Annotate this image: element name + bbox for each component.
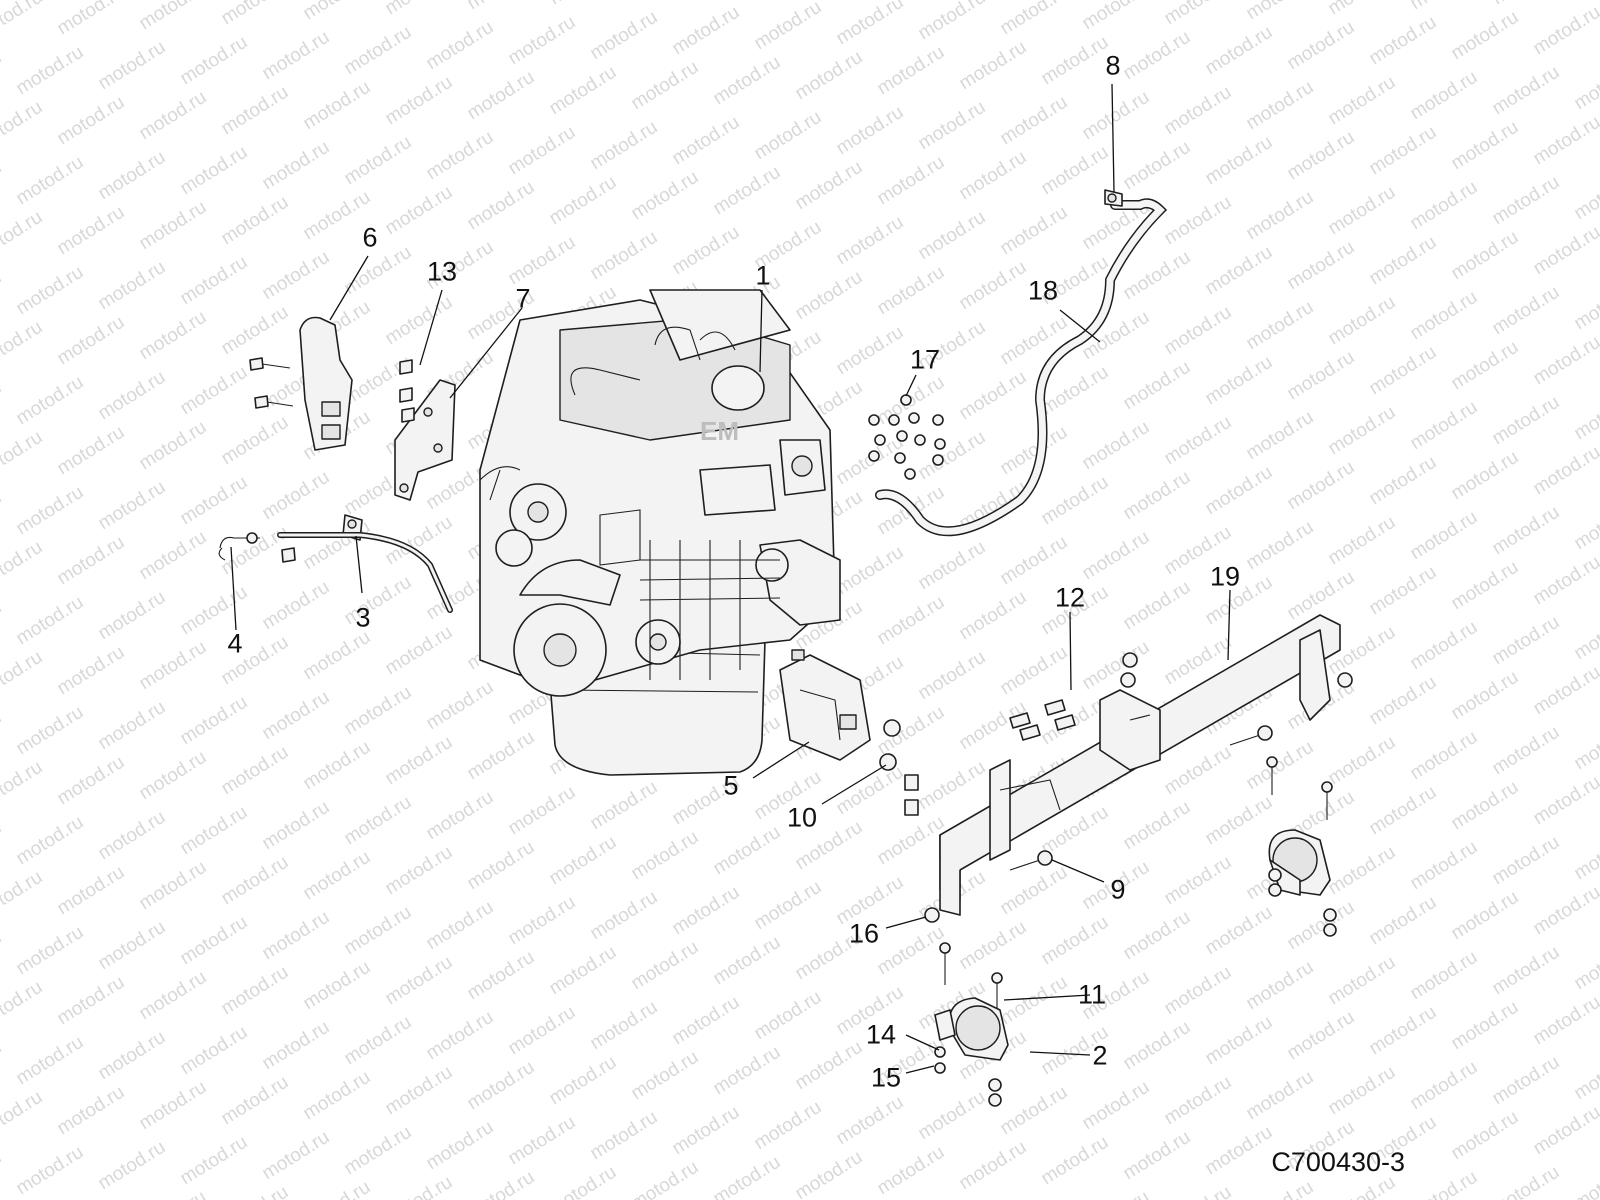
bolts-13 xyxy=(399,359,415,423)
diagram-code: C700430-3 xyxy=(1271,1147,1405,1177)
nuts-17 xyxy=(868,394,946,480)
callout-19: 19 xyxy=(1209,561,1241,592)
callout-11: 11 xyxy=(1077,979,1107,1010)
rubber-mount-right xyxy=(1268,829,1337,937)
mounting-bracket-left xyxy=(249,316,353,451)
engine-mount-plate xyxy=(779,649,871,761)
callout-15: 15 xyxy=(870,1062,902,1093)
callout-8: 8 xyxy=(1105,50,1121,81)
callout-13: 13 xyxy=(426,256,458,287)
callout-10: 10 xyxy=(786,802,818,833)
engine: EM xyxy=(479,289,841,776)
bolts-10 xyxy=(879,719,919,816)
bolt-9 xyxy=(1009,725,1333,871)
callout-6: 6 xyxy=(362,222,378,253)
hose-clamp xyxy=(1104,189,1123,207)
mounting-bracket-7 xyxy=(394,379,456,501)
nut-16 xyxy=(924,907,940,923)
frame-crossmember xyxy=(939,614,1341,916)
callout-9: 9 xyxy=(1110,874,1126,905)
dipstick-tube xyxy=(277,514,453,613)
callout-12: 12 xyxy=(1054,582,1086,613)
callout-17: 17 xyxy=(909,344,941,375)
dipstick xyxy=(218,532,260,561)
leader-lines xyxy=(230,83,1231,1074)
engine-stamp: EM xyxy=(700,416,739,446)
callout-18: 18 xyxy=(1027,275,1059,306)
callout-4: 4 xyxy=(227,628,243,659)
callout-14: 14 xyxy=(865,1019,897,1050)
callout-7: 7 xyxy=(515,283,531,314)
callout-5: 5 xyxy=(723,770,739,801)
bolts-12 xyxy=(1009,652,1353,741)
fuel-hose xyxy=(875,198,1168,537)
callout-2: 2 xyxy=(1092,1040,1108,1071)
callout-3: 3 xyxy=(355,602,371,633)
callout-16: 16 xyxy=(848,918,880,949)
callout-1: 1 xyxy=(755,260,771,291)
rubber-mount xyxy=(934,942,1009,1107)
